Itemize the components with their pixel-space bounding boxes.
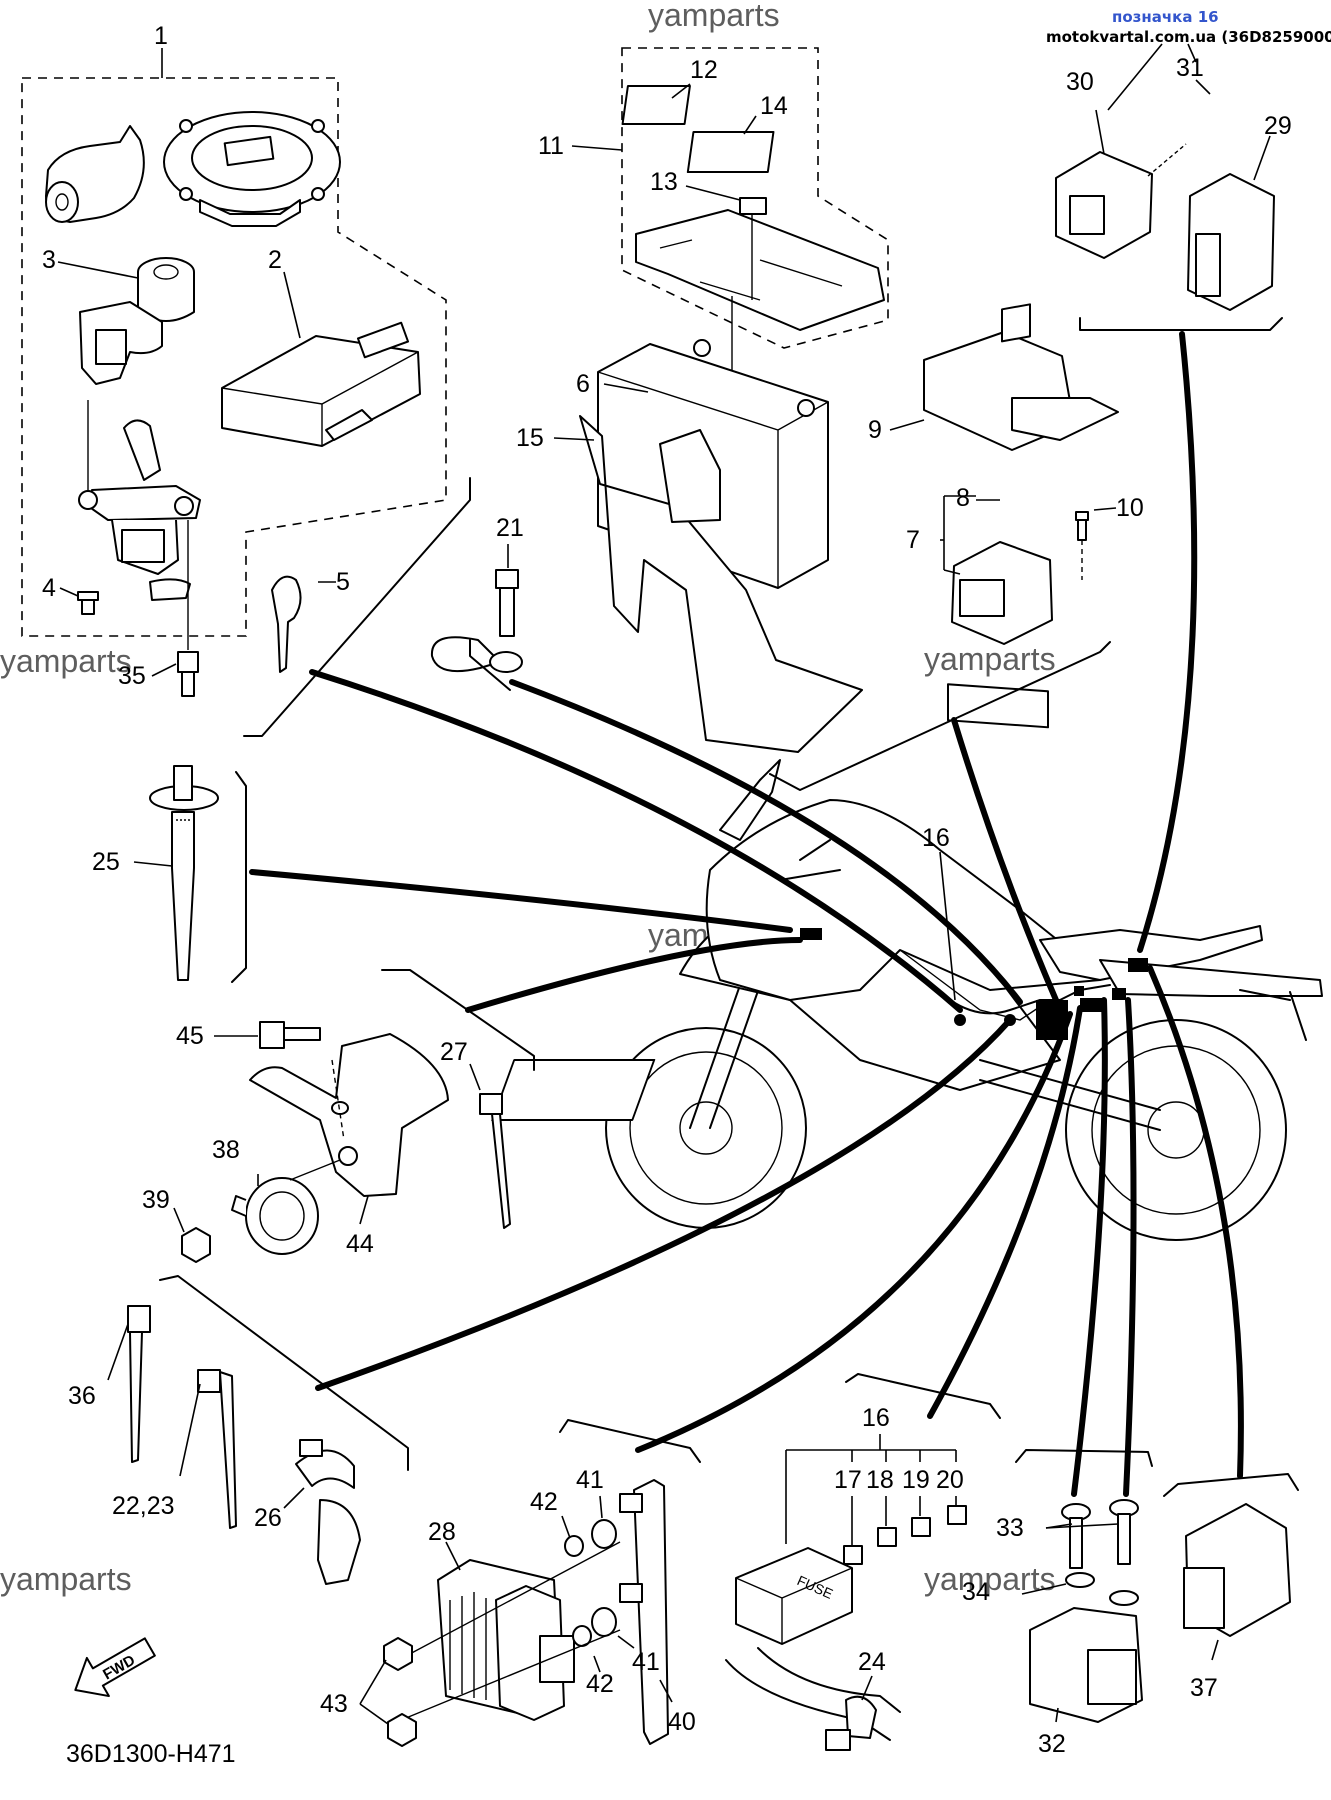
callout-18: 18 [866, 1466, 894, 1494]
frame-brackets [159, 317, 1299, 1497]
callout-42-bottom: 42 [586, 1670, 614, 1698]
callout-24: 24 [858, 1648, 886, 1676]
callout-6: 6 [576, 370, 590, 398]
callout-31: 31 [1176, 54, 1204, 82]
callout-8: 8 [956, 484, 970, 512]
callout-35: 35 [118, 662, 146, 690]
callout-20: 20 [936, 1466, 964, 1494]
callout-34: 34 [962, 1578, 990, 1606]
callout-25: 25 [92, 848, 120, 876]
callout-22-23: 22,23 [112, 1492, 175, 1520]
callout-5: 5 [336, 568, 350, 596]
callout-11: 11 [538, 132, 564, 160]
callout-38: 38 [212, 1136, 240, 1164]
callout-9: 9 [868, 416, 882, 444]
callout-16-top: 16 [922, 824, 950, 852]
callout-2: 2 [268, 246, 282, 274]
callout-26: 26 [254, 1504, 282, 1532]
callout-27: 27 [440, 1038, 468, 1066]
callout-3: 3 [42, 246, 56, 274]
callout-43: 43 [320, 1690, 348, 1718]
fwd-arrow: FWD [74, 1637, 156, 1698]
tie-27: 27 [440, 1038, 511, 1229]
rectifier-group: 28 40 41 41 42 42 43 [320, 1466, 696, 1747]
callout-21: 21 [496, 514, 524, 542]
callout-12: 12 [690, 56, 718, 84]
callout-44: 44 [346, 1230, 374, 1258]
callout-17: 17 [834, 1466, 862, 1494]
battery-group: 6 15 [516, 339, 863, 753]
watermark-top: yamparts [648, 0, 780, 33]
leader-lines [249, 331, 1244, 1497]
callout-13: 13 [650, 168, 678, 196]
callout-39: 39 [142, 1186, 170, 1214]
callout-42-top: 42 [530, 1488, 558, 1516]
watermark-left: yamparts [0, 643, 132, 679]
ties-lower-left: 36 22,23 26 [68, 1305, 361, 1585]
watermark-bottom-left: yamparts [0, 1561, 132, 1597]
callout-30: 30 [1066, 68, 1094, 96]
callout-1: 1 [154, 22, 168, 50]
callout-28: 28 [428, 1518, 456, 1546]
lower-right-group: 33 34 32 37 [962, 1499, 1291, 1758]
battery-cover-group: 11 12 14 13 [538, 47, 889, 390]
cable-tie-25: 25 [92, 765, 219, 981]
motorcycle-outline [491, 759, 1323, 1241]
fuse-group: 16 17 18 19 20 FUSE 24 [725, 1404, 967, 1751]
callout-4: 4 [42, 574, 56, 602]
callout-14: 14 [760, 92, 788, 120]
callout-45: 45 [176, 1022, 204, 1050]
callout-36: 36 [68, 1382, 96, 1410]
relay-group: 9 7 8 10 [868, 303, 1144, 729]
bolt-21-group: 21 [430, 514, 524, 673]
callout-41-top: 41 [576, 1466, 604, 1494]
callout-7: 7 [906, 526, 920, 554]
top-right-group: 30 31 29 [1055, 43, 1292, 311]
callout-16-bottom: 16 [862, 1404, 890, 1432]
callout-29: 29 [1264, 112, 1292, 140]
callout-19: 19 [902, 1466, 930, 1494]
callout-33: 33 [996, 1514, 1024, 1542]
callout-32: 32 [1038, 1730, 1066, 1758]
horn-group: 45 44 38 39 [142, 1021, 449, 1263]
callout-41-bottom: 41 [632, 1648, 660, 1676]
diagram-code: 36D1300-H471 [66, 1740, 236, 1768]
site-reference: motokvartal.com.ua (36D825900000) [1046, 28, 1331, 46]
callout-10: 10 [1116, 494, 1144, 522]
watermark-right: yamparts [924, 641, 1056, 677]
badge-label: позначка 16 [1112, 8, 1219, 26]
callout-15: 15 [516, 424, 544, 452]
callout-37: 37 [1190, 1674, 1218, 1702]
lock-set-group: 1 3 4 35 [21, 22, 447, 697]
callout-40: 40 [668, 1708, 696, 1736]
